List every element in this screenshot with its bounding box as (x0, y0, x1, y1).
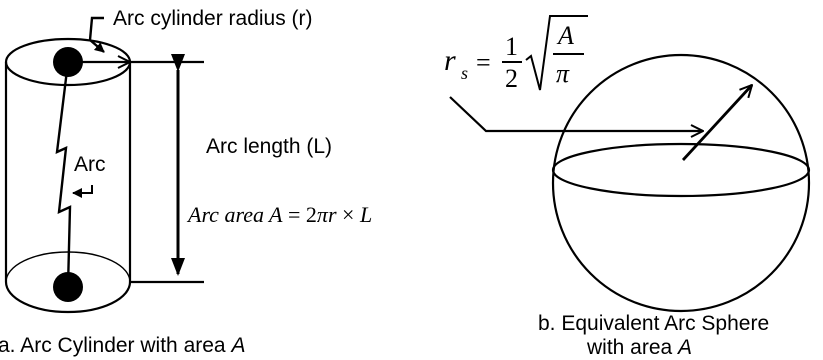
sphere-radius-leader (449, 96, 703, 131)
svg-text:r: r (444, 44, 456, 77)
svg-text:s: s (461, 63, 468, 83)
sphere-radius-arrow (681, 85, 752, 161)
radius-label: Arc cylinder radius (r) (113, 7, 313, 30)
caption-b-line2: with area A (586, 336, 692, 359)
svg-text:π: π (556, 59, 570, 88)
sphere-equator (551, 142, 811, 198)
arc-cylinder-figure (4, 37, 132, 314)
sphere-radius-formula: r s = 1 2 A π (444, 15, 588, 93)
length-label: Arc length (L) (206, 135, 332, 158)
caption-a: a. Arc Cylinder with area A (0, 334, 245, 357)
caption-b-line1: b. Equivalent Arc Sphere (538, 312, 769, 335)
arc-area-formula: Arc area A = 2πr × L (186, 202, 372, 227)
arc-zigzag (55, 61, 72, 288)
cylinder-bottom-edge (4, 281, 132, 314)
svg-text:=: = (476, 48, 491, 77)
svg-text:2: 2 (505, 64, 518, 93)
arc-label: Arc (74, 153, 106, 176)
arc-label-pointer (72, 185, 93, 198)
sphere-outline (551, 53, 811, 313)
svg-text:A: A (556, 21, 574, 50)
radius-label-leader (88, 16, 105, 53)
arc-sphere-figure (551, 53, 811, 313)
svg-text:1: 1 (505, 32, 518, 61)
